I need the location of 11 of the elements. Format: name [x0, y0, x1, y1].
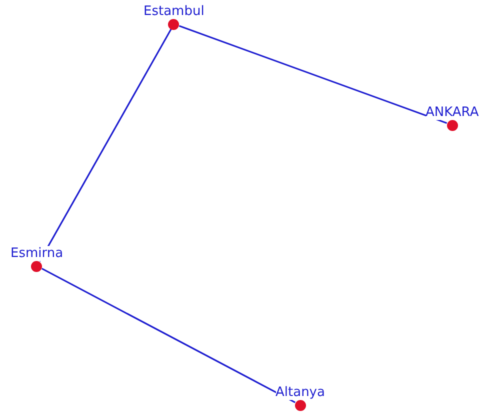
- city-label: Esmirna: [10, 246, 64, 260]
- city-label: Estambul: [144, 4, 204, 18]
- connector-line: [42, 268, 296, 404]
- city-label: Altanya: [276, 384, 325, 400]
- city-node: [426, 104, 479, 130]
- connector-line: [39, 28, 172, 262]
- city-label: ANKARA: [426, 104, 479, 120]
- city-node: [144, 4, 204, 30]
- city-node: [10, 246, 64, 272]
- connector-line: [178, 25, 448, 124]
- city-node: [276, 384, 325, 410]
